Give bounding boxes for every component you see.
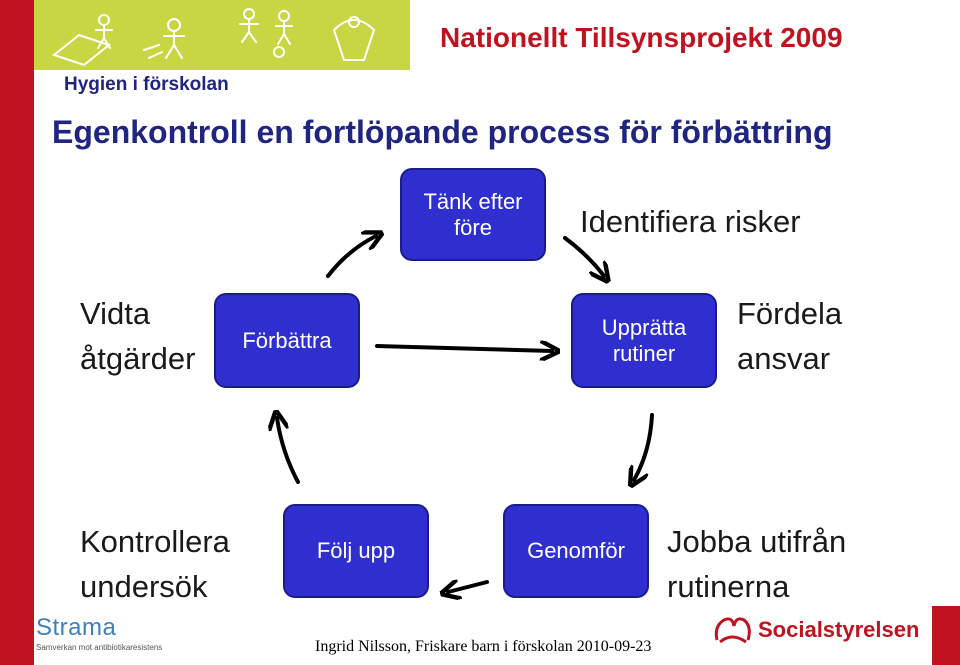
arrow-forbattra-to-upprata <box>375 346 552 351</box>
box-upprata-line2: rutiner <box>612 340 676 366</box>
socialstyrelsen-logo: Socialstyrelsen <box>712 612 919 648</box>
label-fordela-line1: Fördela <box>737 296 843 331</box>
arrow-tank-to-upprata <box>563 236 604 276</box>
strama-tagline: Samverkan mot antibiotikaresistens <box>36 643 163 652</box>
box-forbattra: Förbättra <box>214 293 360 388</box>
box-tank-line2: före <box>454 214 492 240</box>
strama-logo: Strama Samverkan mot antibiotikaresisten… <box>36 614 162 652</box>
footer-credit: Ingrid Nilsson, Friskare barn i förskola… <box>315 638 652 655</box>
socialstyrelsen-name: Socialstyrelsen <box>758 617 920 642</box>
box-upprata-line1: Upprätta <box>601 315 687 341</box>
box-forbattra-label: Förbättra <box>242 327 332 353</box>
label-identifiera-risker: Identifiera risker <box>580 204 801 239</box>
label-jobba-line1: Jobba utifrån <box>667 524 847 559</box>
label-kontrollera-line2: undersök <box>80 568 208 604</box>
label-jobba-utifran: Jobba utifrån rutinerna <box>667 520 846 610</box>
label-vidta-atgarder: Vidta åtgärder <box>80 292 195 382</box>
box-genomfor: Genomför <box>503 504 649 598</box>
arrow-upprata-to-genomfor <box>634 413 654 480</box>
slide-title: Egenkontroll en fortlöpande process för … <box>52 114 833 150</box>
label-jobba-line2: rutinerna <box>667 568 790 604</box>
label-vidta-line2: åtgärder <box>80 340 196 376</box>
label-kontrollera-line1: Kontrollera <box>80 524 230 559</box>
header-illustration-strip <box>34 0 410 70</box>
arrow-genomfor-to-folj-upp <box>448 582 489 592</box>
box-folj-upp: Följ upp <box>283 504 429 598</box>
socialstyrelsen-emblem-icon <box>714 617 751 644</box>
slide-subtitle: Hygien i förskolan <box>64 74 229 95</box>
right-red-bar <box>932 606 960 665</box>
left-red-bar <box>0 0 34 665</box>
box-tank-line1: Tänk efter <box>423 189 523 215</box>
label-fordela-ansvar: Fördela ansvar <box>737 292 842 382</box>
children-doodles <box>51 8 376 67</box>
label-vidta-line1: Vidta <box>80 296 151 331</box>
box-folj-upp-label: Följ upp <box>316 538 396 564</box>
label-kontrollera: Kontrollera undersök <box>80 520 230 610</box>
project-title: Nationellt Tillsynsprojekt 2009 <box>440 22 843 53</box>
arrow-forbattra-to-tank <box>326 236 376 278</box>
box-genomfor-label: Genomför <box>527 538 625 564</box>
strama-name: Strama <box>36 614 117 641</box>
arrow-folj-upp-to-forbattra <box>277 418 300 484</box>
label-fordela-line2: ansvar <box>737 340 831 376</box>
